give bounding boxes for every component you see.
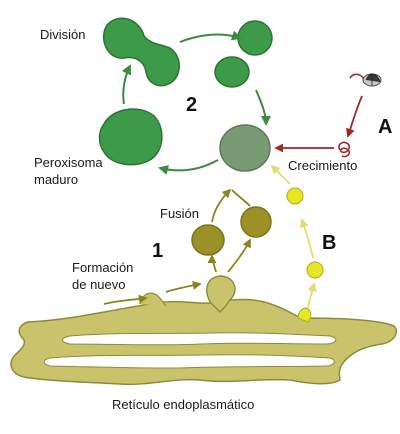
arrow-fusion-left bbox=[211, 188, 232, 223]
vesicle-yellow-top bbox=[286, 187, 304, 205]
label-crecimiento: Crecimiento bbox=[288, 158, 358, 173]
label-formacion-line1: Formación bbox=[72, 260, 134, 275]
marker-b: B bbox=[322, 232, 337, 254]
label-fusion: Fusión bbox=[160, 206, 200, 221]
arrow-bud-to-vesicle-right bbox=[227, 238, 251, 273]
mature-peroxisome bbox=[98, 108, 163, 166]
arrow-yellow-to-yellow bbox=[300, 218, 314, 259]
arrow-protein-to-unfolded bbox=[346, 95, 363, 138]
label-reticulo: Retículo endoplasmático bbox=[112, 397, 255, 412]
label-peroxisoma-maduro-line2: maduro bbox=[34, 172, 79, 187]
vesicle-olive-right bbox=[240, 206, 272, 238]
arrow-er-to-yellow-vesicle bbox=[307, 282, 317, 309]
unfolded-protein-icon bbox=[338, 141, 351, 158]
marker-a: A bbox=[378, 116, 393, 138]
marker-1: 1 bbox=[152, 240, 164, 262]
marker-2: 2 bbox=[186, 94, 198, 116]
label-formacion-line2: de nuevo bbox=[72, 277, 126, 292]
protein-icon bbox=[349, 73, 382, 87]
growing-peroxisome bbox=[219, 124, 271, 172]
arrow-yellow-to-growing bbox=[270, 164, 291, 185]
dividing-peroxisome bbox=[103, 17, 180, 87]
arrow-division-to-daughters bbox=[179, 30, 242, 43]
daughter-peroxisome-bottom bbox=[214, 56, 250, 88]
daughter-peroxisome-top bbox=[237, 20, 273, 56]
vesicle-olive-left bbox=[191, 224, 225, 256]
arrow-growing-to-mature bbox=[158, 159, 219, 175]
arrow-daughters-to-growing bbox=[255, 89, 271, 126]
arrow-fusion-right bbox=[231, 189, 251, 207]
arrow-bud-to-vesicle-left bbox=[207, 254, 217, 273]
arrow-mature-to-division bbox=[121, 64, 131, 105]
endoplasmic-reticulum bbox=[10, 275, 398, 386]
arrow-formation-to-bud bbox=[103, 294, 148, 305]
label-division: División bbox=[40, 27, 86, 42]
arrow-er-to-bud bbox=[165, 280, 202, 293]
label-peroxisoma-maduro-line1: Peroxisoma bbox=[34, 155, 103, 170]
vesicle-yellow-bottom bbox=[306, 261, 324, 279]
